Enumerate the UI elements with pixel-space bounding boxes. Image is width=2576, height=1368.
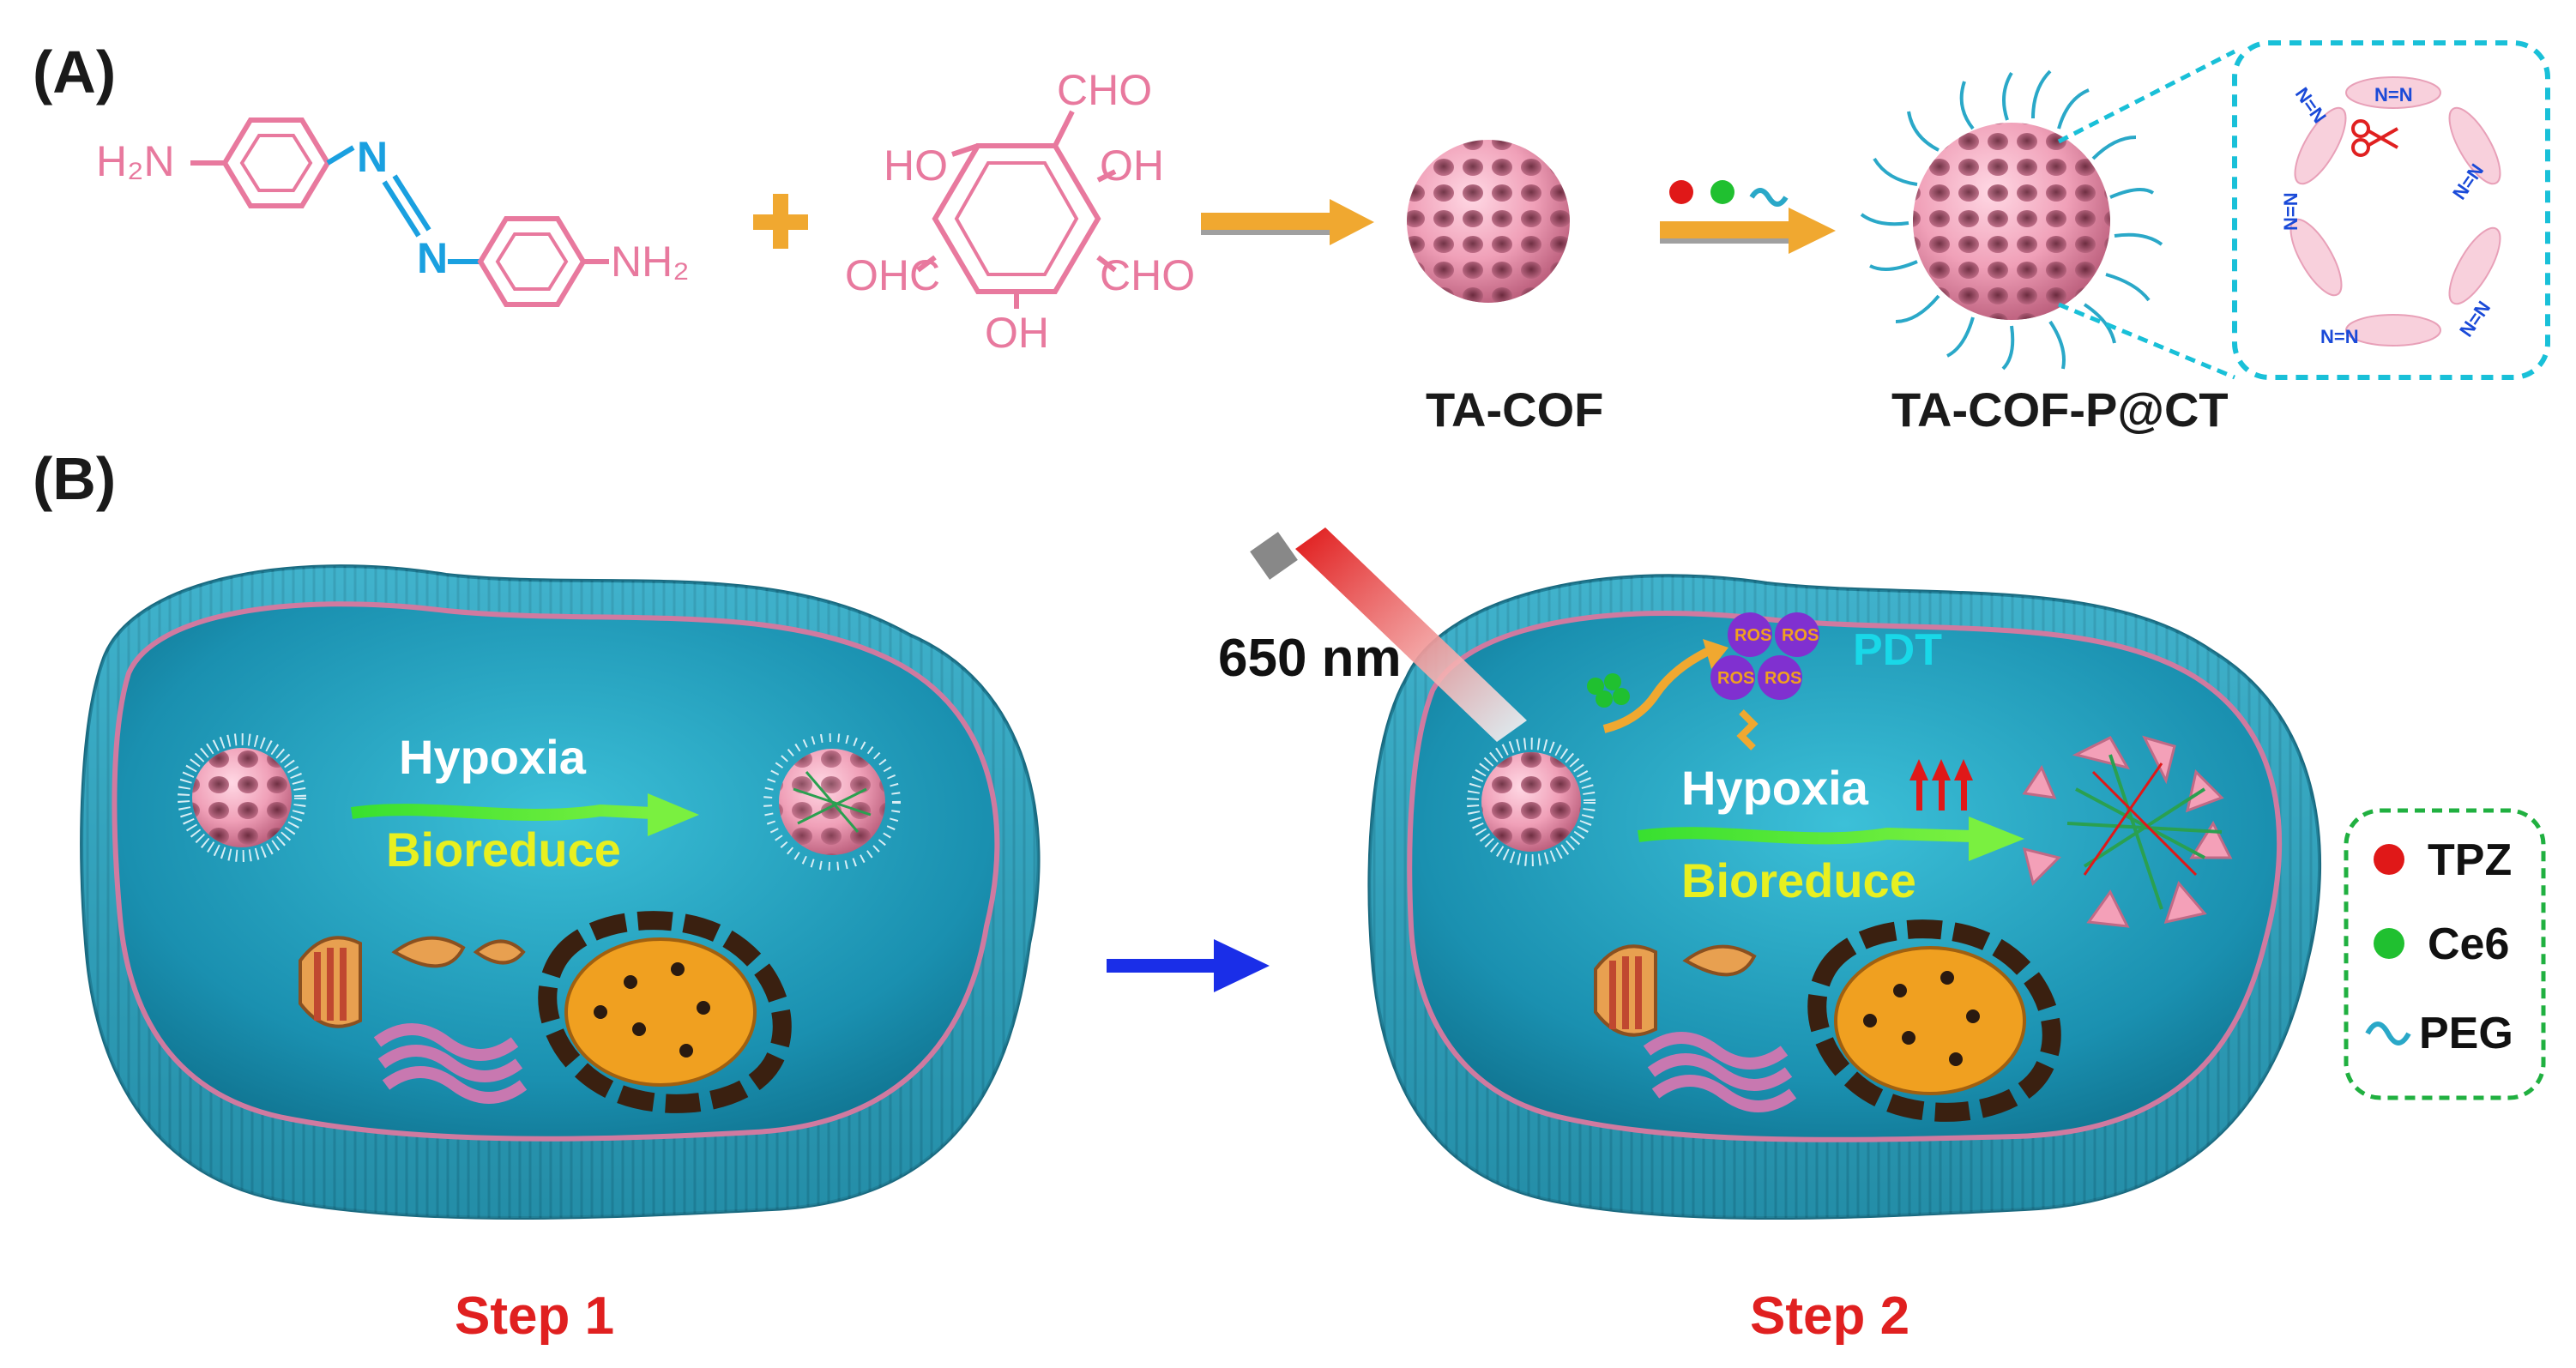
legend-tpz: TPZ — [2428, 835, 2512, 885]
bioreduce-arrow-step2 — [1638, 827, 1974, 845]
ros-attack-arrow — [1736, 709, 1759, 750]
hypoxia-label-step2: Hypoxia — [1681, 761, 1869, 815]
degrading-cof-step1 — [763, 733, 901, 871]
hypoxia-increase-arrows-icon — [1909, 759, 1973, 811]
cell-step1 — [80, 564, 1041, 1220]
mitochondria-step2 — [1594, 944, 1757, 1037]
aldehyde-group-top: CHO — [1057, 66, 1152, 114]
amine-label-left: H₂N — [96, 137, 175, 185]
laser-source-icon — [1250, 532, 1298, 580]
step-1-label: Step 1 — [455, 1287, 614, 1346]
bioreduce-arrow-step1 — [351, 804, 653, 821]
pdt-label: PDT — [1853, 625, 1942, 675]
ce6-cluster — [1587, 673, 1630, 708]
scissors-icon — [2351, 119, 2398, 157]
azo-label-top: N=N — [2374, 84, 2413, 105]
tpz-dot-icon — [1669, 180, 1693, 204]
azo-nitrogen-2: N — [417, 234, 448, 282]
azo-nitrogen-1: N — [357, 133, 388, 181]
laser-wavelength-label: 650 nm — [1218, 629, 1402, 688]
plus-sign — [753, 194, 808, 249]
panel-label-b: (B) — [33, 445, 116, 512]
hydroxyl-right: OH — [1100, 142, 1164, 190]
disintegrated-cof-step2 — [2022, 735, 2233, 928]
legend-ce6: Ce6 — [2428, 919, 2509, 969]
ce6-dot-icon — [1710, 180, 1734, 204]
azo-diamine-structure: H₂N N N NH₂ — [96, 118, 690, 307]
ta-cof-p-ct-label: TA-COF-P@CT — [1891, 383, 2229, 437]
bioreduce-arrowhead-step2 — [1969, 817, 2024, 861]
ros-generation-arrow — [1602, 648, 1710, 733]
azo-label-bottom: N=N — [2320, 326, 2359, 347]
laser-beam — [1250, 527, 1527, 742]
ta-cof-peg-sphere — [1860, 69, 2163, 371]
aldehyde-group-right: CHO — [1100, 251, 1195, 299]
process-arrow — [1107, 939, 1270, 992]
ta-cof-sphere — [1407, 140, 1570, 303]
ros-label-4: ROS — [1765, 669, 1801, 688]
panel-label-a: (A) — [33, 39, 116, 105]
hydroxyl-left: HO — [884, 142, 948, 190]
peg-legend-icon — [2365, 1021, 2411, 1046]
ce6-legend-icon — [2374, 928, 2404, 959]
cof-particle-step1 — [178, 733, 306, 862]
cof-particle-step2 — [1467, 738, 1596, 866]
synthesis-arrow — [1201, 199, 1374, 245]
aldehyde-structure: CHO HO OH OHC CHO OH — [845, 66, 1195, 357]
tpz-legend-icon — [2374, 844, 2404, 875]
bioreduce-label-step1: Bioreduce — [386, 823, 621, 877]
legend: TPZ Ce6 PEG — [2344, 808, 2546, 1100]
ros-label-3: ROS — [1717, 669, 1754, 688]
peg-wave-icon — [1749, 188, 1789, 207]
hypoxia-label-step1: Hypoxia — [399, 730, 587, 784]
golgi-step2 — [1643, 1032, 1797, 1112]
mitochondria-step1 — [299, 936, 526, 1028]
hydroxyl-bottom: OH — [985, 309, 1049, 357]
nucleus-step2 — [1807, 919, 2061, 1122]
nucleus-step1 — [538, 911, 792, 1113]
aldehyde-group-left: OHC — [845, 251, 940, 299]
loading-arrow — [1660, 180, 1836, 254]
bioreduce-label-step2: Bioreduce — [1681, 853, 1916, 907]
azo-label-left: N=N — [2280, 192, 2302, 231]
amine-label-right: NH₂ — [611, 238, 690, 286]
step-2-label: Step 2 — [1750, 1287, 1909, 1346]
ta-cof-label: TA-COF — [1426, 383, 1603, 437]
pore-zoom-inset: N=N N=N N=N N=N N=N N=N — [2057, 40, 2550, 380]
ros-cluster: ROS ROS ROS ROS — [1710, 612, 1819, 700]
bioreduce-arrowhead-step1 — [648, 793, 699, 836]
ros-label-1: ROS — [1734, 626, 1771, 645]
golgi-step1 — [373, 1023, 528, 1104]
legend-peg: PEG — [2419, 1009, 2513, 1058]
ros-label-2: ROS — [1782, 626, 1819, 645]
